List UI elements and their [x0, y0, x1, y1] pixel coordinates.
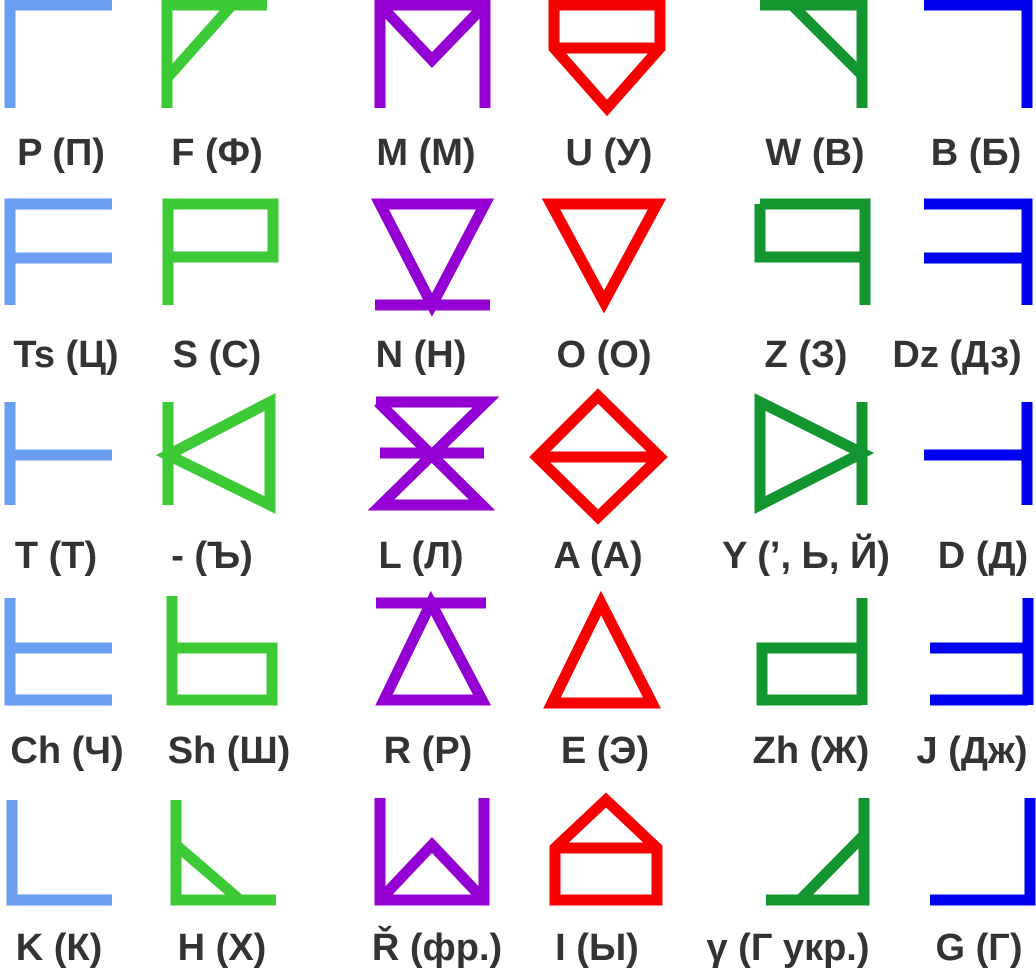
glyph-sh	[166, 596, 278, 706]
glyph-label-s: S (С)	[173, 334, 262, 376]
glyph-cell-y: Y (’, Ь, Й)	[722, 393, 890, 577]
glyph-ch	[4, 598, 112, 706]
glyph-label-d: D (Д)	[938, 535, 1028, 577]
glyph-label-w: W (В)	[765, 132, 864, 174]
glyph-cell-ch: Ch (Ч)	[4, 598, 124, 772]
glyph-gamma	[766, 798, 870, 906]
glyph-w	[760, 0, 868, 108]
glyph-label-o: O (О)	[557, 334, 652, 376]
glyph-label-m: M (М)	[376, 132, 475, 174]
glyph-label-f: F (Ф)	[171, 132, 263, 174]
glyph-label-sh: Sh (Ш)	[168, 730, 291, 772]
glyph-cell-p: P (П)	[4, 0, 112, 174]
glyph-cell-ts: Ts (Ц)	[4, 198, 119, 376]
glyph-label-j: J (Дж)	[916, 730, 1027, 772]
glyph-cell-hard: - (Ъ)	[155, 392, 276, 577]
glyph-label-hard-sign: - (Ъ)	[171, 535, 253, 577]
glyph-cell-rz: Ř (фр.)	[372, 798, 502, 969]
glyph-cell-b: B (Б)	[924, 0, 1033, 174]
glyph-b	[924, 0, 1033, 108]
glyph-z	[754, 198, 871, 305]
glyph-y	[754, 393, 875, 514]
glyph-label-k: K (К)	[16, 927, 103, 969]
glyph-cell-h: H (Х)	[170, 800, 276, 969]
glyph-zh	[756, 598, 868, 706]
glyph-o	[541, 198, 667, 314]
glyph-cell-m: M (М)	[374, 0, 491, 174]
glyph-label-r-caron: Ř (фр.)	[372, 925, 502, 969]
glyph-a	[529, 388, 668, 525]
glyph-hard-sign	[155, 392, 276, 514]
glyph-l	[367, 396, 500, 511]
glyph-cell-a: A (А)	[529, 388, 668, 577]
glyph-label-ts: Ts (Ц)	[13, 334, 118, 376]
glyph-k	[6, 800, 112, 906]
glyph-cell-l: L (Л)	[367, 396, 500, 577]
glyph-cell-i: I (Ы)	[549, 792, 663, 969]
glyph-cell-f: F (Ф)	[161, 0, 267, 174]
glyph-cell-j: J (Дж)	[916, 598, 1034, 772]
glyph-u	[548, 0, 666, 117]
glyph-cell-u: U (У)	[548, 0, 666, 174]
glyph-n	[370, 198, 495, 317]
glyph-ts	[4, 198, 112, 305]
glyph-cell-w: W (В)	[760, 0, 868, 174]
glyph-label-u: U (У)	[566, 132, 653, 174]
glyph-g	[930, 798, 1036, 906]
glyph-label-ch: Ch (Ч)	[10, 730, 123, 772]
glyph-label-a: A (А)	[553, 535, 642, 577]
glyph-cell-r: R (Р)	[375, 590, 492, 772]
glyph-label-h: H (Х)	[178, 927, 267, 969]
glyph-label-zh: Zh (Ж)	[753, 730, 870, 772]
glyph-cell-t: T (Т)	[4, 402, 112, 577]
glyph-t	[4, 402, 112, 505]
glyph-label-n: N (Н)	[376, 334, 467, 376]
glyph-label-y: Y (’, Ь, Й)	[722, 532, 890, 577]
glyph-label-e: E (Э)	[561, 730, 649, 772]
glyph-label-r: R (Р)	[384, 730, 473, 772]
glyph-dz	[924, 198, 1033, 305]
glyph-label-b: B (Б)	[931, 132, 1022, 174]
glyph-s	[162, 198, 279, 305]
glyph-label-gamma: γ (Г укр.)	[706, 927, 869, 969]
glyph-cell-zh: Zh (Ж)	[753, 598, 870, 772]
glyph-m	[374, 0, 491, 108]
glyph-cell-s: S (С)	[162, 198, 279, 376]
glyph-cell-g: G (Г)	[930, 798, 1036, 969]
glyph-cell-gamma: γ (Г укр.)	[706, 798, 870, 969]
glyph-p	[4, 0, 112, 108]
glyph-cell-z: Z (З)	[754, 198, 871, 376]
glyph-d	[924, 402, 1033, 505]
glyph-cell-dz: Dz (Дз)	[892, 198, 1033, 376]
glyph-label-z: Z (З)	[765, 334, 848, 376]
glyph-cell-e: E (Э)	[543, 590, 661, 772]
glyph-cell-n: N (Н)	[370, 198, 495, 376]
glyph-i	[549, 792, 663, 906]
glyph-cell-k: K (К)	[6, 800, 112, 969]
glyph-label-t: T (Т)	[15, 535, 97, 577]
glyph-cell-sh: Sh (Ш)	[166, 596, 291, 772]
glyph-e	[543, 590, 661, 709]
glyph-cell-d: D (Д)	[924, 402, 1033, 577]
glyph-h	[170, 800, 276, 906]
glyph-label-l: L (Л)	[378, 535, 463, 577]
glyph-f	[161, 0, 267, 108]
glyph-r	[375, 590, 492, 706]
glyph-label-g: G (Г)	[936, 927, 1023, 969]
glyph-cell-o: O (О)	[541, 198, 667, 376]
glyph-j	[930, 598, 1034, 706]
glyph-label-dz: Dz (Дз)	[892, 334, 1021, 376]
glyph-label-p: P (П)	[17, 132, 105, 174]
glyph-label-i: I (Ы)	[555, 927, 639, 969]
glyph-r-caron	[374, 798, 490, 906]
